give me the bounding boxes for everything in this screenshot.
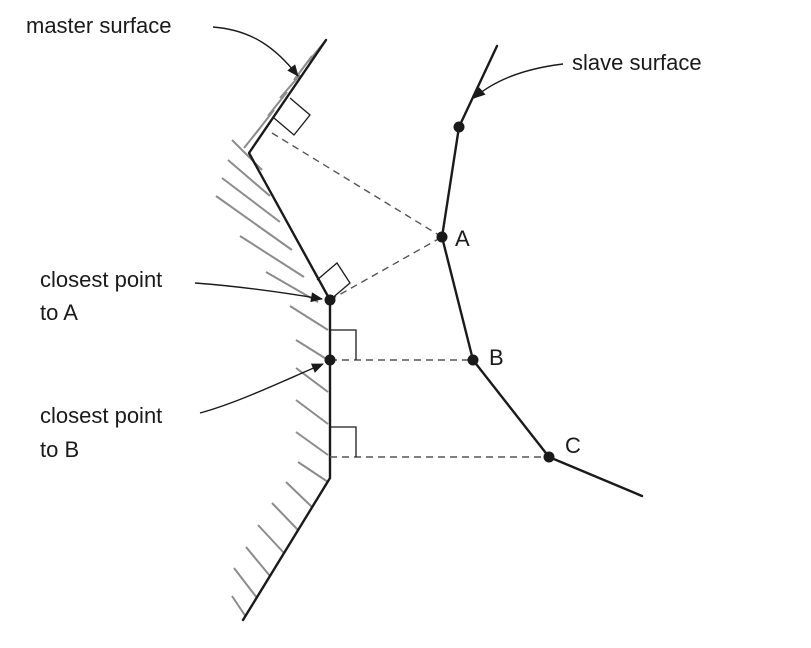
point-a-label: A: [455, 226, 470, 251]
right-angle-marker-a: [316, 262, 351, 301]
closest-point-b-label-line2: to B: [40, 437, 79, 462]
right-angle-marker-b: [330, 329, 357, 360]
slave-node-a: [436, 231, 448, 243]
slave-node-top: [453, 121, 465, 133]
projection-line-a: [329, 236, 443, 301]
projection-line-top: [271, 132, 443, 238]
closest-point-b-leader-arrow: [199, 363, 324, 414]
right-angle-marker-c: [330, 426, 357, 457]
closest-point-b-dot: [324, 354, 336, 366]
point-c-label: C: [565, 433, 581, 458]
master-surface-label: master surface: [26, 13, 172, 38]
slave-surface-line: [440, 44, 644, 498]
closest-point-b-label-line1: closest point: [40, 403, 162, 428]
master-surface-line: [241, 38, 332, 622]
master-surface-hatching: [215, 39, 329, 618]
closest-point-a-dot: [324, 294, 336, 306]
closest-point-a-label-line1: closest point: [40, 267, 162, 292]
slave-surface-label: slave surface: [572, 50, 702, 75]
point-b-label: B: [489, 345, 504, 370]
slave-surface-leader-arrow: [473, 63, 564, 99]
right-angle-marker-top: [273, 97, 311, 136]
slave-node-b: [467, 354, 479, 366]
slave-node-c: [543, 451, 555, 463]
master-surface-leader-arrow: [212, 26, 299, 77]
closest-point-a-leader-arrow: [194, 282, 323, 303]
closest-point-a-label-line2: to A: [40, 300, 78, 325]
